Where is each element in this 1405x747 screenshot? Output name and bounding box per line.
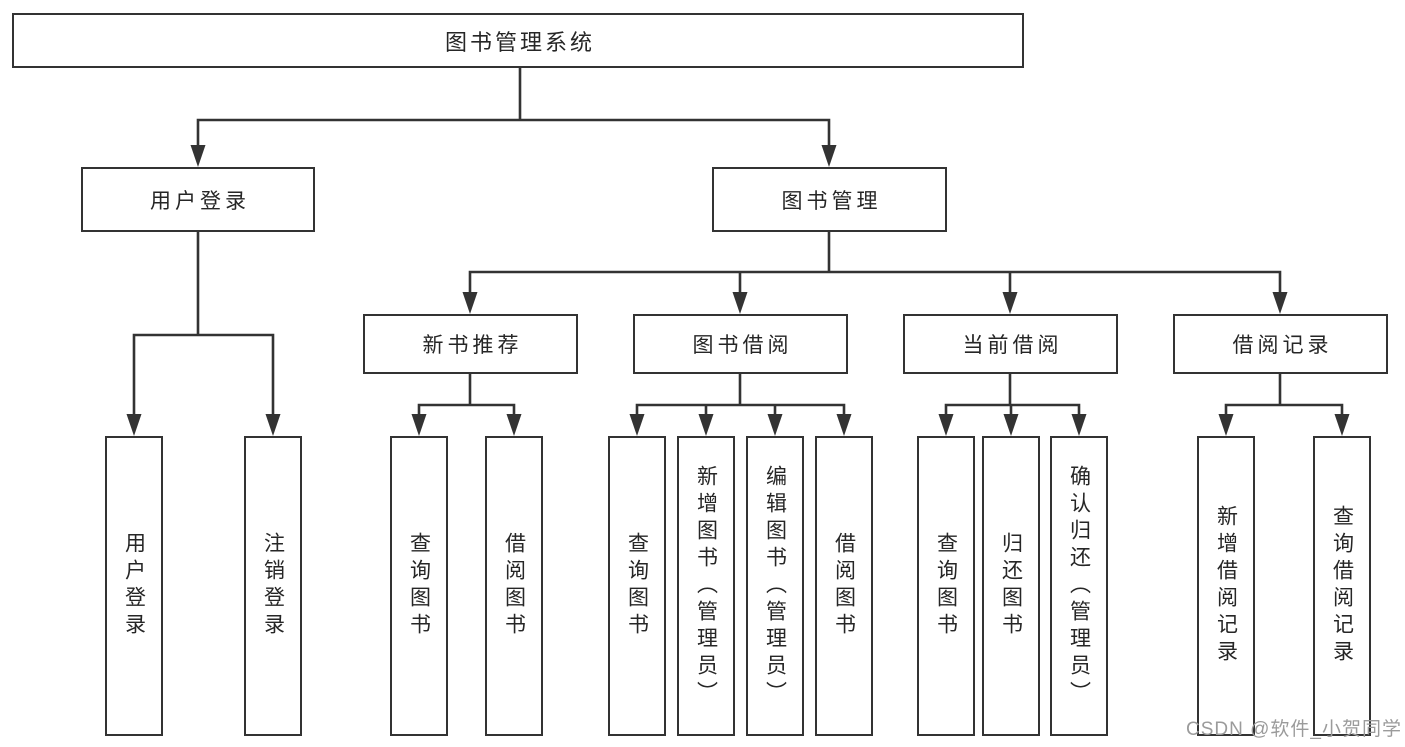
arrowhead (698, 414, 714, 436)
connector-new-book-children (417, 374, 516, 414)
arrowhead (1003, 414, 1019, 436)
arrowhead (821, 145, 837, 167)
leaf-borrow-books: 借阅图书 (815, 436, 873, 736)
arrowhead (506, 414, 522, 436)
connector-current-borrow-children (944, 374, 1081, 414)
arrowhead (767, 414, 783, 436)
leaf-return-book: 归还图书 (982, 436, 1040, 736)
arrowhead (836, 414, 852, 436)
arrowhead (938, 414, 954, 436)
leaf-borrow-books-recommend: 借阅图书 (485, 436, 543, 736)
arrowhead (1071, 414, 1087, 436)
arrowhead (629, 414, 645, 436)
arrowhead (411, 414, 427, 436)
node-library-management-system: 图书管理系统 (12, 13, 1024, 68)
leaf-query-books-borrow: 查询图书 (608, 436, 666, 736)
node-book-borrow: 图书借阅 (633, 314, 848, 374)
arrowhead (1002, 292, 1018, 314)
arrowhead (462, 292, 478, 314)
connector-book-borrow-children (635, 374, 846, 414)
leaf-query-borrow-record: 查询借阅记录 (1313, 436, 1371, 736)
node-current-borrow: 当前借阅 (903, 314, 1118, 374)
node-new-book-recommend: 新书推荐 (363, 314, 578, 374)
arrowhead (190, 145, 206, 167)
arrowhead (126, 414, 142, 436)
node-borrow-records: 借阅记录 (1173, 314, 1388, 374)
arrowhead (1272, 292, 1288, 314)
connector-root-to-level2 (196, 68, 831, 146)
node-user-login: 用户登录 (81, 167, 315, 232)
arrowhead (1218, 414, 1234, 436)
connector-user-login-children (132, 232, 275, 414)
leaf-add-borrow-record: 新增借阅记录 (1197, 436, 1255, 736)
arrowhead (1334, 414, 1350, 436)
connector-borrow-records-children (1224, 374, 1344, 414)
leaf-add-book-admin: 新增图书（管理员） (677, 436, 735, 736)
leaf-query-books-recommend: 查询图书 (390, 436, 448, 736)
connector-book-management-children (468, 232, 1282, 293)
leaf-edit-book-admin: 编辑图书（管理员） (746, 436, 804, 736)
node-book-management: 图书管理 (712, 167, 947, 232)
leaf-user-login: 用户登录 (105, 436, 163, 736)
leaf-query-books-current: 查询图书 (917, 436, 975, 736)
arrowhead (265, 414, 281, 436)
leaf-logout: 注销登录 (244, 436, 302, 736)
arrowhead (732, 292, 748, 314)
watermark: CSDN @软件_小贺同学 (1186, 719, 1402, 740)
leaf-confirm-return-admin: 确认归还（管理员） (1050, 436, 1108, 736)
